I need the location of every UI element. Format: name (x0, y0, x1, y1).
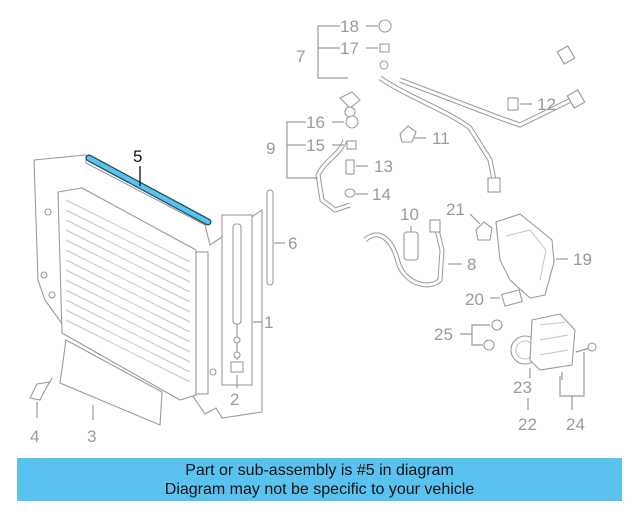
part-12-clip (507, 97, 519, 111)
label-8[interactable]: 8 (467, 255, 476, 274)
label-25[interactable]: 25 (434, 325, 453, 344)
banner-line-2: Diagram may not be specific to your vehi… (164, 481, 475, 498)
part-16-cap (345, 115, 359, 129)
label-23[interactable]: 23 (513, 378, 532, 397)
label-24[interactable]: 24 (566, 415, 585, 434)
receiver-drier (221, 214, 253, 386)
label-3[interactable]: 3 (87, 427, 96, 446)
label-15[interactable]: 15 (306, 136, 325, 155)
label-13[interactable]: 13 (374, 157, 393, 176)
label-2[interactable]: 2 (230, 390, 239, 409)
label-11[interactable]: 11 (432, 129, 450, 148)
part-11-bracket (399, 125, 417, 143)
label-6[interactable]: 6 (288, 234, 297, 253)
condenser-assembly (33, 154, 263, 419)
part-8-hose (363, 219, 445, 288)
label-7[interactable]: 7 (296, 47, 305, 66)
label-17[interactable]: 17 (340, 39, 359, 58)
label-12[interactable]: 12 (537, 95, 556, 114)
part-20-bracket (501, 289, 523, 307)
banner-line-1: Part or sub-assembly is #5 in diagram (185, 462, 454, 479)
exploded-parts-diagram: 5 1 2 6 3 4 (29, 17, 597, 446)
label-22[interactable]: 22 (518, 415, 537, 434)
label-21[interactable]: 21 (446, 200, 465, 219)
label-4[interactable]: 4 (30, 427, 39, 446)
part-17-valve (379, 43, 390, 53)
part-21-grommet (475, 221, 493, 241)
label-10[interactable]: 10 (400, 205, 419, 224)
part-7-bracket-line (317, 25, 348, 79)
label-20[interactable]: 20 (465, 290, 484, 309)
label-19[interactable]: 19 (573, 250, 592, 269)
label-5[interactable]: 5 (133, 147, 142, 166)
part-6-seal-strip (266, 189, 274, 286)
info-banner: Part or sub-assembly is #5 in diagram Di… (17, 458, 622, 501)
label-18[interactable]: 18 (340, 17, 359, 36)
part-13-sensor (345, 159, 355, 175)
ac-compressor (510, 313, 597, 380)
part-3-lower-seal (59, 339, 163, 426)
part-5-seal-highlighted[interactable] (85, 154, 212, 226)
part-4-bracket (29, 377, 53, 401)
part-25-bolt-a (491, 319, 503, 331)
part-25-bolt-b (483, 339, 495, 351)
part-9-bracket-line (286, 121, 318, 179)
part-18-cap (378, 19, 392, 33)
label-1[interactable]: 1 (264, 313, 273, 332)
ac-lines-upper (315, 45, 586, 213)
part-21-leader (469, 213, 481, 225)
part-15-valve (346, 140, 357, 150)
label-9[interactable]: 9 (266, 139, 275, 158)
part-14-oring (344, 188, 356, 198)
label-14[interactable]: 14 (372, 185, 391, 204)
label-16[interactable]: 16 (306, 113, 325, 132)
part-25-leader (460, 324, 490, 346)
